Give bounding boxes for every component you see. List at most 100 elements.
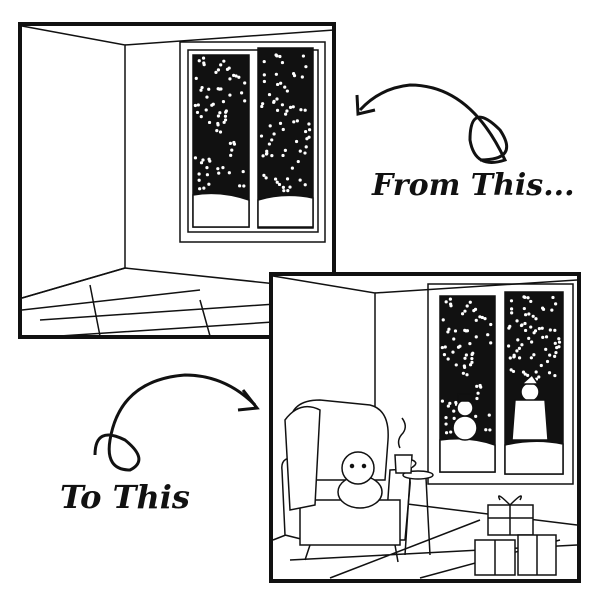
snowflake: [292, 74, 297, 78]
snowflake: [262, 73, 266, 77]
snowflake: [234, 74, 238, 78]
snowflake: [510, 311, 514, 315]
snowflake: [274, 72, 278, 76]
snowflake: [448, 401, 452, 405]
snowflake: [193, 103, 197, 108]
snowflake: [544, 335, 549, 339]
snowflake: [280, 103, 285, 107]
snowflake: [272, 99, 276, 103]
snowflake: [545, 359, 550, 364]
snowflake: [222, 120, 226, 124]
snowflake: [261, 154, 265, 158]
snowflake: [298, 149, 302, 153]
snowflake: [465, 373, 469, 377]
snowflake: [228, 93, 232, 97]
snowflake: [489, 322, 493, 327]
snowflake: [522, 306, 526, 311]
snowflake: [527, 336, 531, 340]
snowflake: [509, 307, 514, 311]
snowflake: [444, 431, 449, 435]
snowflake: [532, 331, 536, 335]
snowflake: [548, 328, 552, 332]
snowflake: [530, 340, 534, 344]
snowflake: [444, 416, 448, 420]
snowflake: [243, 81, 247, 85]
snowflake: [452, 337, 456, 341]
snowflake: [462, 364, 466, 368]
snowflake: [295, 119, 299, 123]
caption-before: From This...: [372, 168, 575, 203]
snowflake: [303, 108, 307, 112]
snowflake: [216, 114, 221, 118]
snowflake: [201, 158, 205, 162]
snowflake: [275, 54, 279, 58]
snowflake: [444, 300, 448, 304]
snowflake: [207, 120, 212, 125]
snowflake: [488, 428, 492, 432]
snowflake: [463, 309, 467, 313]
snowflake: [446, 404, 450, 408]
snowflake: [541, 307, 546, 311]
after-panel: [269, 272, 581, 583]
snowflake: [483, 317, 487, 321]
snowflake: [195, 110, 200, 115]
snowflake: [537, 327, 541, 331]
snowflake: [548, 353, 552, 357]
snowflake: [237, 75, 241, 79]
snowflake: [521, 370, 526, 374]
snowflake: [221, 166, 225, 170]
snowflake: [193, 156, 198, 160]
snowflake: [554, 302, 558, 306]
snowflake: [304, 129, 308, 134]
snowflake: [207, 157, 211, 161]
snowflake: [472, 309, 476, 313]
snowflake: [515, 349, 519, 353]
snowflake: [228, 141, 233, 145]
snowflake: [547, 371, 552, 375]
snowflake: [553, 328, 557, 332]
caption-after: To This: [60, 478, 190, 516]
snowflake: [288, 185, 292, 189]
snowflake: [275, 108, 280, 112]
snowflake: [260, 104, 264, 109]
snowflake: [446, 330, 450, 334]
snowflake: [463, 356, 467, 360]
snowflake: [262, 59, 266, 64]
snowflake: [299, 108, 303, 112]
snowflake: [470, 360, 474, 364]
snowflake: [281, 185, 285, 189]
snowflake: [453, 329, 458, 333]
snowflake: [238, 184, 242, 188]
snowflake: [308, 128, 312, 132]
snowflake: [307, 122, 311, 126]
snowflake: [475, 384, 479, 388]
snowflake: [452, 416, 456, 420]
snowflake: [529, 356, 533, 360]
snowflake: [300, 75, 304, 79]
snowflake: [222, 59, 226, 63]
snowflake: [221, 100, 226, 104]
snowflake: [508, 356, 512, 360]
snowflake: [303, 183, 307, 187]
snowflake: [452, 409, 456, 413]
snowflake: [539, 363, 543, 368]
snowflake: [278, 54, 282, 59]
snowflake: [273, 177, 278, 181]
side-table: [394, 417, 434, 556]
snowflake: [509, 368, 513, 372]
snowflake: [229, 153, 233, 157]
snowflake: [557, 337, 561, 341]
snowflake: [216, 68, 221, 72]
snowflake: [202, 186, 206, 190]
snowflake: [296, 159, 300, 164]
snowflake: [230, 148, 234, 152]
snowflake: [523, 295, 527, 299]
snowflake: [199, 88, 203, 92]
snowflake: [529, 325, 533, 329]
snowflake: [449, 430, 453, 434]
snowflake: [540, 326, 544, 330]
snowflake: [524, 313, 528, 317]
puppy: [337, 451, 383, 509]
snowflake: [484, 428, 488, 432]
